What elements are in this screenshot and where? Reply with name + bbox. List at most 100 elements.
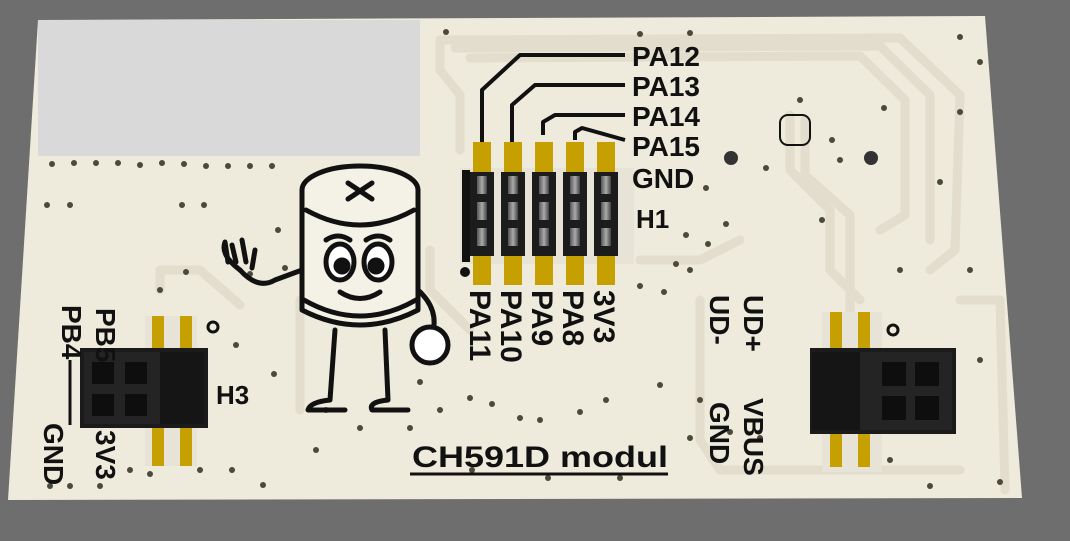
h3-header — [68, 316, 220, 466]
via — [201, 202, 207, 208]
via — [437, 407, 443, 413]
via — [657, 382, 663, 388]
h1-designator: H1 — [636, 204, 669, 234]
antenna-keepout-zone — [38, 20, 420, 156]
usb-label: UD- — [704, 295, 735, 345]
h1-top-label: PA12 — [632, 41, 700, 72]
h1-top-label: PA14 — [632, 101, 700, 132]
via — [229, 467, 235, 473]
header-pin — [508, 176, 518, 194]
via — [887, 457, 893, 463]
h3-label: PB5 — [90, 308, 121, 362]
header-pin — [601, 228, 611, 246]
via — [407, 425, 413, 431]
header-pin — [570, 176, 580, 194]
board-title: CH591D modul — [412, 441, 668, 474]
h3-labels: PB5 PB4 3V3 GND — [38, 305, 121, 485]
via — [44, 202, 50, 208]
via — [275, 227, 281, 233]
header-pin — [477, 202, 487, 220]
gold-pad — [504, 142, 522, 172]
via — [837, 157, 843, 163]
via — [489, 401, 495, 407]
via — [763, 165, 769, 171]
via — [517, 415, 523, 421]
via — [977, 59, 983, 65]
via — [687, 30, 693, 36]
via — [67, 202, 73, 208]
capacitor-mascot-icon — [221, 163, 451, 413]
via — [417, 379, 423, 385]
via — [225, 163, 231, 169]
via — [137, 162, 143, 168]
via — [967, 267, 973, 273]
via — [927, 483, 933, 489]
via — [260, 482, 266, 488]
via — [269, 163, 275, 169]
via — [661, 289, 667, 295]
via — [443, 29, 449, 35]
header-pin — [539, 202, 549, 220]
via — [673, 261, 679, 267]
via — [829, 137, 835, 143]
via — [115, 160, 121, 166]
via — [937, 179, 943, 185]
via — [71, 160, 77, 166]
via — [127, 467, 133, 473]
copper-traces — [155, 33, 1010, 495]
via — [997, 479, 1003, 485]
header-pin — [601, 176, 611, 194]
header-pin — [539, 176, 549, 194]
via — [357, 425, 363, 431]
via — [687, 435, 693, 441]
via — [957, 34, 963, 40]
via — [271, 371, 277, 377]
header-pin — [570, 202, 580, 220]
via — [157, 287, 163, 293]
h1-bottom-label: 3V3 — [587, 290, 620, 343]
h1-top-label: GND — [632, 163, 694, 194]
vias — [44, 29, 1003, 489]
h1-top-label: PA15 — [632, 131, 700, 162]
via — [697, 397, 703, 403]
via — [977, 357, 983, 363]
gold-pad — [473, 255, 491, 285]
via — [637, 31, 643, 37]
gold-pad — [504, 255, 522, 285]
usb-label: UD+ — [738, 295, 769, 352]
gold-pad — [535, 255, 553, 285]
via — [957, 109, 963, 115]
usb-label: VBUS — [738, 398, 769, 476]
via — [233, 342, 239, 348]
header-pin — [477, 176, 487, 194]
via — [703, 185, 709, 191]
header-pin — [539, 228, 549, 246]
usb-label: GND — [704, 402, 735, 464]
h3-label: GND — [38, 423, 69, 485]
h3-label: PB4 — [56, 305, 87, 360]
gold-pad — [597, 255, 615, 285]
h3-label: 3V3 — [90, 430, 121, 480]
h1-bottom-label: PA8 — [556, 290, 589, 346]
via — [49, 161, 55, 167]
via — [197, 467, 203, 473]
via — [577, 409, 583, 415]
via — [47, 483, 53, 489]
via — [545, 475, 551, 481]
via — [181, 161, 187, 167]
via — [617, 475, 623, 481]
via — [313, 447, 319, 453]
header-pin — [601, 202, 611, 220]
via — [247, 163, 253, 169]
header-pin — [508, 202, 518, 220]
via — [179, 202, 185, 208]
header-pin — [477, 228, 487, 246]
h1-top-label: PA13 — [632, 71, 700, 102]
via — [727, 429, 733, 435]
h1-bottom-labels: PA11 PA10 PA9 PA8 3V3 — [463, 290, 620, 363]
via — [467, 395, 473, 401]
header-pin — [570, 228, 580, 246]
h3-designator: H3 — [216, 380, 249, 410]
